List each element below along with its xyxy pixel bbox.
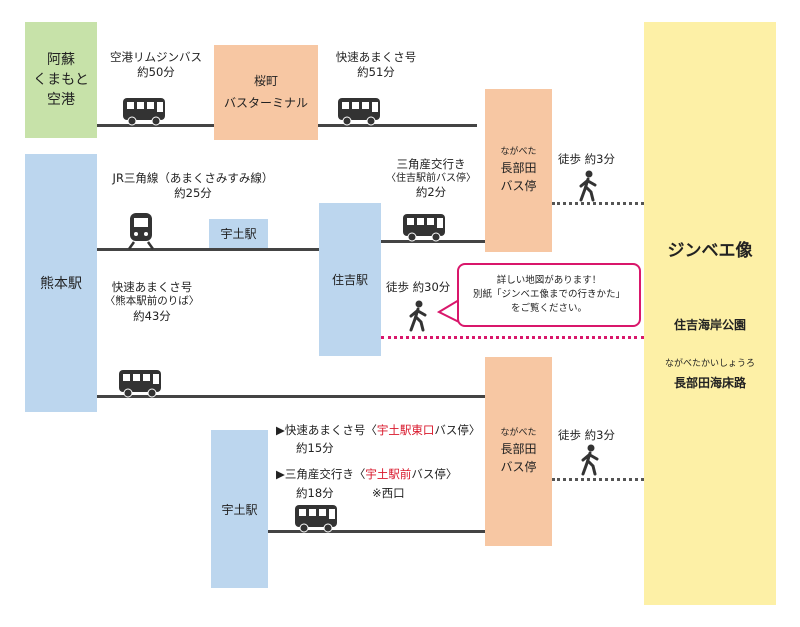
walk-lower-label: 徒歩 約3分 (558, 428, 615, 443)
destination-road: 長部田海床路 (673, 376, 746, 390)
uto-station-label: 宇土駅 (221, 502, 258, 517)
walk-sumiyoshi-word: 徒歩 (386, 280, 409, 294)
uto-route2-label: ▶三角産交行き〈宇土駅前バス停〉 (276, 467, 457, 482)
nagabeta-ruby-lower: ながべた (500, 427, 537, 438)
airport-bus-time: 約50分 (137, 64, 175, 79)
destination-title: ジンベエ像 (667, 241, 753, 261)
nagabeta-stop-upper-box: ながべた 長部田 バス停 (485, 89, 552, 252)
uto-station-box: 宇土駅 (211, 430, 268, 588)
uto-route2-stop: 宇土駅前 (365, 467, 412, 481)
map-callout: 詳しい地図があります！ 別紙「ジンベエ像までの行きかた」 をご覧ください。 (457, 263, 641, 327)
bus-icon (295, 505, 337, 533)
jr-line-label: JR三角線（あまくさみすみ線） 約25分 (100, 171, 286, 201)
uto-route1-time: 約15分 (296, 441, 334, 455)
aso-airport-line1: 阿蘇 (47, 51, 75, 68)
express-kumamoto-label: 快速あまくさ号 〈熊本駅前のりば〉 約43分 (102, 280, 202, 324)
callout-line1: 詳しい地図があります！ (496, 274, 602, 286)
express-kumamoto-time: 約43分 (133, 308, 171, 323)
nagabeta-lower-line1: 長部田 (500, 442, 537, 457)
walk-lower-word: 徒歩 (558, 428, 581, 442)
destination-box: ジンベエ像 住吉海岸公園 ながべたかいしょうろ 長部田海床路 (644, 22, 776, 605)
walk-sumiyoshi-label: 徒歩 約30分 (386, 280, 450, 295)
kumamoto-station-label: 熊本駅 (40, 276, 82, 292)
airport-bus-label: 空港リムジンバス 約50分 (101, 50, 211, 80)
uto-route2-name: ▶三角産交行き (276, 467, 354, 481)
uto-route2-time: 約18分 (296, 486, 334, 500)
nagabeta-ruby-upper: ながべた (500, 146, 537, 157)
route-line-kumamoto-bus (97, 395, 485, 398)
destination-road-ruby: ながべたかいしょうろ (664, 359, 755, 369)
route-line-jr (97, 248, 319, 251)
misumi-bus-time: 約2分 (415, 184, 447, 199)
uto-station-small-label: 宇土駅 (220, 227, 257, 241)
express-kumamoto-name: 快速あまくさ号 (111, 280, 193, 294)
walking-person-icon (581, 444, 599, 476)
walking-person-icon (579, 170, 597, 202)
destination-park: 住吉海岸公園 (673, 318, 746, 332)
kumamoto-stop-name: 〈熊本駅前のりば〉 (104, 294, 200, 307)
nagabeta-stop-lower-box: ながべた 長部田 バス停 (485, 357, 552, 546)
misumi-bus-label: 三角産交行き 〈住吉駅前バス停〉 約2分 (378, 157, 484, 200)
callout-line2: 別紙「ジンベエ像までの行きかた」 (472, 288, 625, 300)
uto-route2-note: ※西口 (372, 486, 405, 500)
uto-route2-open: 〈 (353, 467, 366, 481)
sakuramachi-line2: バスターミナル (223, 95, 308, 110)
airport-bus-name: 空港リムジンバス (110, 50, 202, 64)
bus-icon (119, 370, 161, 398)
sakuramachi-box: 桜町 バスターミナル (214, 45, 318, 140)
sakuramachi-line1: 桜町 (253, 73, 278, 88)
nagabeta-upper-line2: バス停 (500, 179, 537, 194)
express-top-label: 快速あまくさ号 約51分 (326, 50, 426, 80)
bus-icon (338, 98, 380, 126)
nagabeta-lower-line2: バス停 (500, 460, 537, 475)
walk-line-sumiyoshi (381, 336, 644, 339)
uto-route1-stop: 宇土駅東口 (376, 423, 435, 437)
aso-airport-line3: 空港 (47, 92, 75, 109)
uto-route1-close: バス停〉 (434, 423, 481, 437)
sumiyoshi-station-box: 住吉駅 (319, 203, 381, 356)
kumamoto-station-box: 熊本駅 (25, 154, 97, 412)
callout-line3: をご覧ください。 (510, 303, 587, 315)
uto-route1-label: ▶快速あまくさ号〈宇土駅東口バス停〉 (276, 423, 480, 438)
walk-line-lower (552, 478, 644, 481)
walk-sumiyoshi-time: 約30分 (412, 280, 451, 294)
express-top-time: 約51分 (357, 64, 395, 79)
walk-upper-time: 約3分 (584, 152, 615, 166)
uto-station-small-box: 宇土駅 (209, 219, 268, 248)
walk-upper-label: 徒歩 約3分 (558, 152, 615, 167)
train-icon (127, 213, 155, 250)
walking-person-icon (409, 300, 427, 332)
sumiyoshi-stop-name: 〈住吉駅前バス停〉 (386, 172, 476, 184)
bus-icon (403, 214, 445, 242)
aso-airport-line2: くまもと (33, 71, 89, 88)
aso-airport-box: 阿蘇 くまもと 空港 (25, 22, 97, 138)
route-line-sumiyoshi-bus (380, 240, 485, 243)
walk-lower-time: 約3分 (584, 428, 615, 442)
jr-line-name: JR三角線（あまくさみすみ線） (112, 171, 274, 185)
route-line-uto-bus (268, 530, 485, 533)
uto-route2-close: バス停〉 (411, 467, 458, 481)
express-top-name: 快速あまくさ号 (335, 50, 417, 64)
nagabeta-upper-line1: 長部田 (500, 161, 537, 176)
misumi-bus-name: 三角産交行き (396, 157, 466, 171)
uto-route1-open: 〈 (365, 423, 377, 437)
walk-line-upper (552, 202, 644, 205)
walk-upper-word: 徒歩 (558, 152, 581, 166)
uto-route1-name: ▶快速あまくさ号 (276, 423, 366, 437)
jr-line-time: 約25分 (174, 185, 212, 200)
bus-icon (123, 98, 165, 126)
sumiyoshi-station-label: 住吉駅 (331, 273, 368, 287)
